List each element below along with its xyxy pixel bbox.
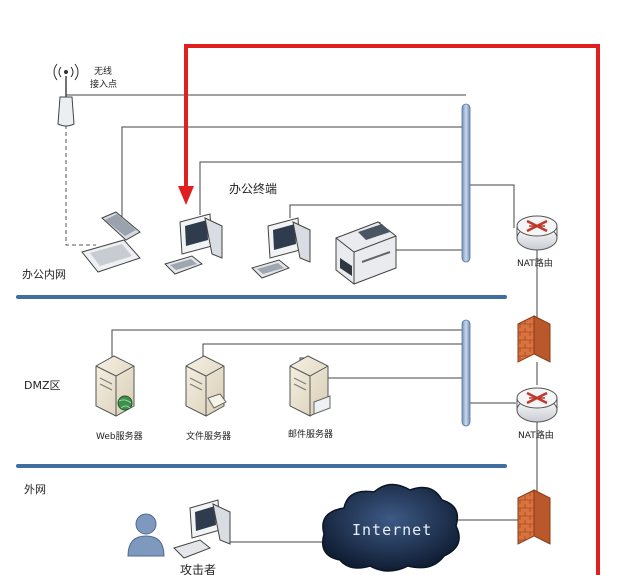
attacker-label: 攻击者: [180, 563, 216, 575]
file-server-label: 文件服务器: [186, 430, 231, 442]
attacker-person-icon: [127, 513, 165, 557]
nat-router-top-icon: [516, 215, 558, 251]
mail-server-icon: [289, 355, 331, 417]
printer-icon: [335, 221, 397, 285]
ap-label-line1: 无线: [94, 65, 112, 77]
nat-router-mid-icon: [516, 387, 558, 423]
nat-router-top-label: NAT路由: [517, 257, 553, 269]
firewall-bottom-icon: [517, 489, 551, 545]
web-server-label: Web服务器: [96, 430, 143, 442]
wireless-link: [65, 125, 96, 246]
zone-label-external: 外网: [24, 483, 46, 496]
office-pc-icon: [164, 213, 223, 275]
zone-label-office: 办公内网: [22, 267, 66, 281]
file-server-icon: [185, 355, 227, 417]
attack-arrowhead-icon: [178, 186, 194, 205]
web-server-icon: [95, 355, 135, 417]
office-switch: [461, 103, 471, 263]
internet-cloud-icon: [322, 483, 460, 572]
zone-label-dmz: DMZ区: [24, 379, 61, 392]
office-terminals-label: 办公终端: [229, 181, 277, 196]
mail-server-label: 邮件服务器: [288, 428, 333, 440]
attacker-pc-icon: [173, 499, 231, 559]
firewall-top-icon: [517, 315, 551, 363]
attack-path: [178, 44, 600, 575]
internet-label: Internet: [352, 521, 432, 539]
dmz-switch: [461, 319, 471, 427]
ap-label-line2: 接入点: [90, 78, 117, 90]
wireless-ap-icon: [53, 63, 79, 127]
office-pc-2-icon: [251, 217, 311, 279]
nat-router-mid-label: NAT路由: [518, 429, 554, 441]
laptop-icon: [81, 211, 141, 273]
